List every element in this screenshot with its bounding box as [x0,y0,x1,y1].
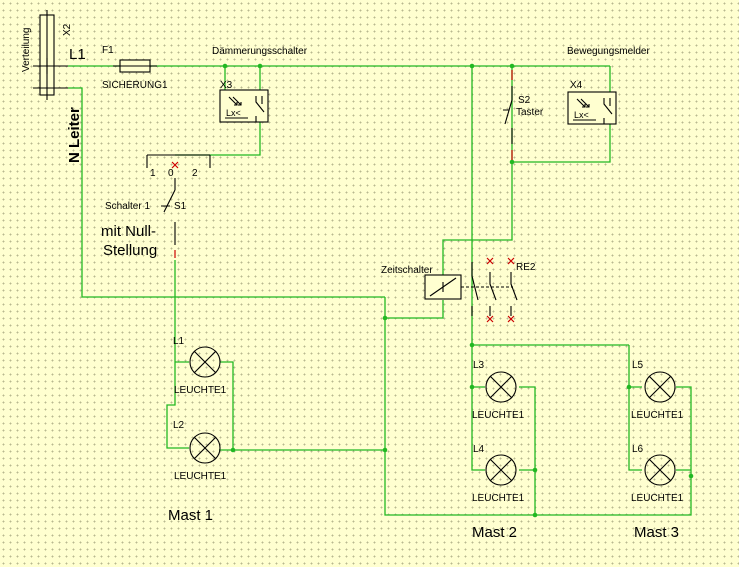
l1-label: L1 [69,46,86,63]
s1-pos2-label: 2 [192,168,198,179]
bewegungsmelder-label: Bewegungsmelder [567,46,650,57]
lamp-l3-name: LEUCHTE1 [472,410,525,421]
lx-label-x3: Lx< [226,108,241,118]
x4-label: X4 [570,80,583,91]
lamp-l6-label: L6 [632,444,644,455]
zeitschalter-label: Zeitschalter [381,265,433,276]
lamp-l2-name: LEUCHTE1 [174,471,227,482]
lamp-l5-label: L5 [632,360,644,371]
x3-label: X3 [220,80,233,91]
daemmerungsschalter-label: Dämmerungsschalter [212,46,308,57]
schalter1-label: Schalter 1 [105,201,150,212]
lx-label-x4: Lx< [574,110,589,120]
lamp-l3-label: L3 [473,360,485,371]
lamp-l1-name: LEUCHTE1 [174,385,227,396]
verteilung-label: Verteilung [21,28,32,72]
taster-label: Taster [516,107,544,118]
push-button-s2-symbol [503,70,513,160]
fuse-f1-symbol [113,59,157,73]
wiring [68,65,692,516]
lamp-l5 [644,371,676,403]
lamp-l1-label: L1 [173,336,185,347]
junction-dots [222,63,694,518]
lamp-l4-name: LEUCHTE1 [472,493,525,504]
lamp-l4-label: L4 [473,444,485,455]
mast1-label: Mast 1 [168,507,213,524]
lamp-l5-name: LEUCHTE1 [631,410,684,421]
lamp-l6 [644,454,676,486]
time-relay-re2-symbol [424,257,518,323]
light-sensor-x3-symbol [219,89,269,123]
s1-pos1-label: 1 [150,168,156,179]
x2-label: X2 [62,23,73,36]
mit-null-label: mit Null- [101,223,156,240]
lamp-l3 [485,371,517,403]
f1-label: F1 [102,45,114,56]
lamp-l2-label: L2 [173,420,185,431]
lamp-l1 [189,346,221,378]
s1-label: S1 [174,201,187,212]
stellung-label: Stellung [103,242,157,259]
lamp-l2 [189,432,221,464]
mast2-label: Mast 2 [472,524,517,541]
sicherung-label: SICHERUNG1 [102,80,168,91]
s1-pos0-label: 0 [168,168,174,179]
mast3-label: Mast 3 [634,524,679,541]
s2-label: S2 [518,95,531,106]
lamp-l6-name: LEUCHTE1 [631,493,684,504]
selector-switch-s1-symbol [146,154,211,258]
distribution-terminal-block [33,10,68,100]
lamp-l4 [485,454,517,486]
motion-sensor-x4-symbol [567,91,617,125]
re2-label: RE2 [516,262,536,273]
n-leiter-label: N Leiter [66,107,83,163]
